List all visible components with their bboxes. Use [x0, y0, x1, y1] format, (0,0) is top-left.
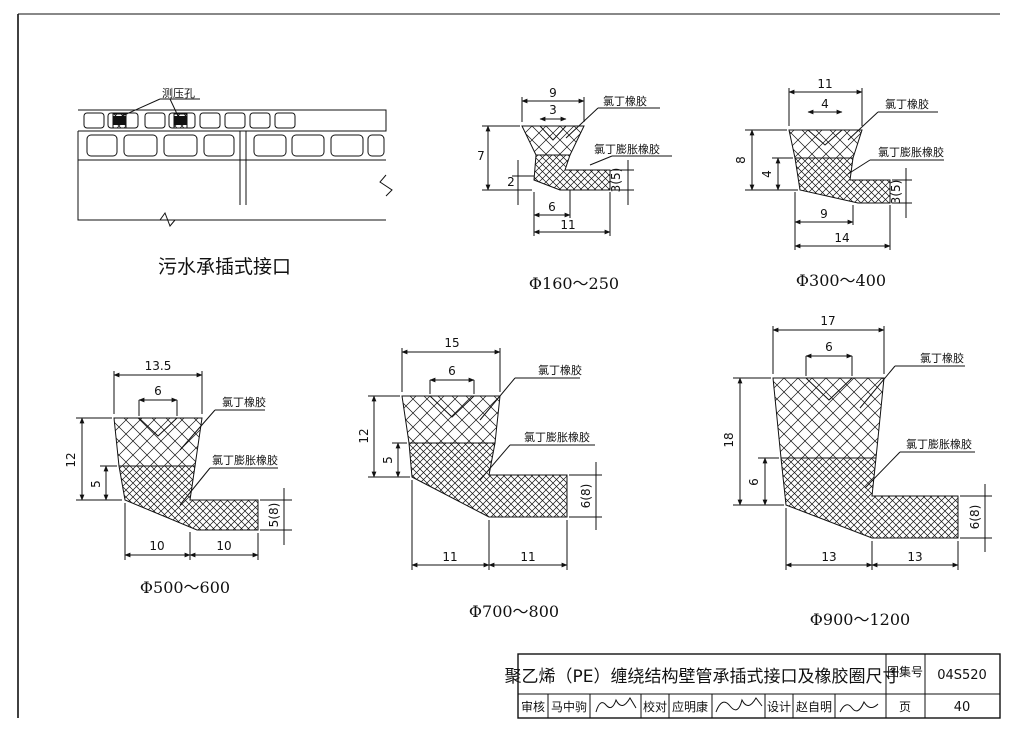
s4-dim-lower: 5 — [381, 456, 395, 464]
s3-dim-top: 13.5 — [145, 359, 172, 373]
s3-dim-inner: 6 — [154, 384, 162, 398]
s1-dim-tail: 3(5) — [609, 168, 623, 193]
page-number: 40 — [954, 700, 971, 715]
s1-caption: Φ160～250 — [529, 274, 619, 293]
page-border — [17, 13, 1000, 718]
design-label: 设计 — [767, 700, 791, 714]
s4-material-bottom: 氯丁膨胀橡胶 — [524, 430, 590, 444]
s2-material-bottom: 氯丁膨胀橡胶 — [878, 145, 944, 159]
pressure-hole-label: 测压孔 — [162, 87, 195, 100]
s3-dim-bottom-left: 10 — [149, 539, 164, 553]
section-2-drawing — [745, 88, 944, 250]
s4-dim-bottom-left: 11 — [442, 550, 457, 564]
s4-dim-inner: 6 — [448, 364, 456, 378]
s3-material-top: 氯丁橡胶 — [222, 395, 266, 409]
section-4-drawing — [368, 348, 602, 570]
checker-name: 应明康 — [672, 699, 708, 714]
atlas-label: 图集号 — [887, 664, 923, 679]
sewage-joint-drawing — [77, 98, 393, 227]
s3-dim-height: 12 — [64, 452, 78, 467]
s4-dim-top: 15 — [444, 336, 459, 350]
s1-material-top: 氯丁橡胶 — [603, 94, 647, 108]
designer-name: 赵自明 — [796, 700, 832, 714]
s2-dim-height: 8 — [734, 156, 748, 164]
s1-dim-bottom-left: 6 — [548, 200, 556, 214]
s4-dim-height: 12 — [357, 428, 371, 443]
title-block — [517, 653, 1001, 719]
s1-dim-top: 9 — [549, 86, 557, 100]
s4-caption: Φ700～800 — [469, 602, 559, 621]
s5-dim-height: 18 — [722, 432, 736, 447]
reviewer-signature — [595, 697, 637, 713]
s2-caption: Φ300～400 — [796, 271, 886, 290]
s5-dim-lower: 6 — [747, 478, 761, 486]
s2-dim-bottom-left: 9 — [820, 207, 828, 221]
s5-dim-inner: 6 — [825, 340, 833, 354]
s5-dim-top: 17 — [820, 314, 835, 328]
s1-dim-height: 7 — [477, 149, 485, 163]
s3-dim-lower: 5 — [89, 480, 103, 488]
s2-dim-bottom-total: 14 — [834, 231, 849, 245]
check-label: 校对 — [643, 699, 667, 714]
s3-caption: Φ500～600 — [140, 578, 230, 597]
s1-material-bottom: 氯丁膨胀橡胶 — [594, 142, 660, 156]
s5-material-top: 氯丁橡胶 — [920, 351, 964, 365]
s3-dim-tail: 5(8) — [267, 503, 281, 528]
s2-dim-inner: 4 — [821, 97, 829, 111]
section-3-drawing — [76, 371, 292, 560]
s1-dim-bottom-total: 11 — [560, 218, 575, 232]
s1-dim-lower: 2 — [507, 175, 515, 189]
s4-material-top: 氯丁橡胶 — [538, 363, 582, 377]
s5-caption: Φ900～1200 — [810, 610, 910, 629]
sewage-joint-caption: 污水承插式接口 — [158, 256, 291, 278]
s2-dim-tail: 3(5) — [889, 180, 903, 205]
s2-dim-top: 11 — [817, 77, 832, 91]
s1-dim-inner: 3 — [549, 103, 557, 117]
checker-signature — [715, 697, 763, 713]
page-label: 页 — [899, 700, 911, 714]
s3-dim-bottom-right: 10 — [216, 539, 231, 553]
drawing-title: 聚乙烯（PE）缠绕结构壁管承插式接口及橡胶圈尺寸 — [505, 667, 900, 687]
s5-dim-bottom-left: 13 — [821, 550, 836, 564]
s3-material-bottom: 氯丁膨胀橡胶 — [212, 453, 278, 467]
s4-dim-tail: 6(8) — [579, 484, 593, 509]
s2-dim-lower: 4 — [760, 170, 774, 178]
atlas-number: 04S520 — [937, 668, 987, 683]
section-1-drawing — [482, 97, 672, 236]
review-label: 审核 — [521, 699, 545, 714]
designer-signature — [839, 700, 879, 713]
s5-dim-bottom-right: 13 — [907, 550, 922, 564]
s5-material-bottom: 氯丁膨胀橡胶 — [906, 437, 972, 451]
reviewer-name: 马中驹 — [551, 699, 587, 714]
s2-material-top: 氯丁橡胶 — [885, 97, 929, 111]
s5-dim-tail: 6(8) — [968, 505, 982, 530]
s4-dim-bottom-right: 11 — [520, 550, 535, 564]
section-5-drawing — [733, 326, 992, 570]
